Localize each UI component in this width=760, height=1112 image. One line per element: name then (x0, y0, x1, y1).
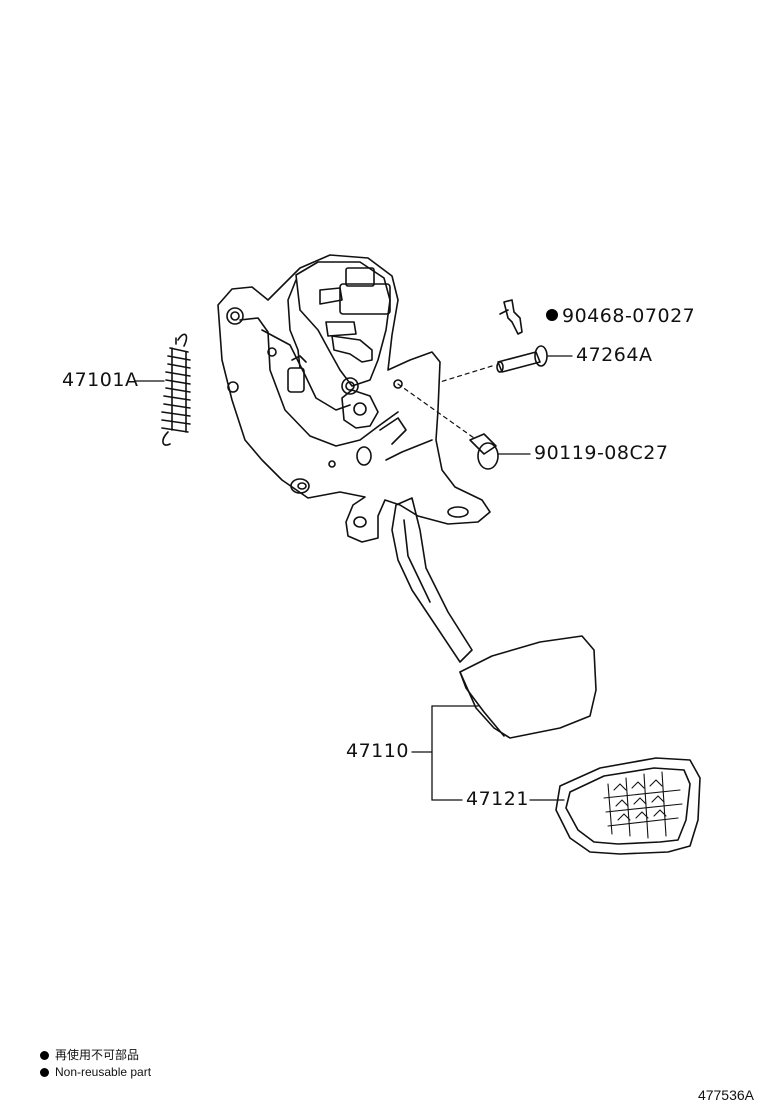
clevis-pin (496, 345, 548, 373)
legend-text-en: Non-reusable part (55, 1065, 152, 1079)
part-label-pedal-assy: 47110 (346, 740, 409, 762)
part-label-bolt: 90119-08C27 (534, 442, 669, 464)
pedal-pad-assembly (459, 635, 597, 739)
part-label-clip-text: 90468-07027 (562, 305, 696, 327)
non-reusable-dot-icon (40, 1068, 49, 1077)
bolt (469, 433, 499, 470)
stop-lamp-switch (287, 261, 391, 395)
legend-text-jp: 再使用不可部品 (55, 1048, 140, 1062)
pedal-bracket (217, 254, 491, 543)
part-label-spring: 47101A (62, 369, 139, 391)
clip (499, 299, 523, 335)
pedal-pad-cover (555, 757, 701, 855)
leader-lines (135, 355, 573, 801)
pedal-arm (391, 497, 473, 663)
part-label-pin: 47264A (576, 344, 653, 366)
legend-row-en: Non-reusable part (40, 1064, 151, 1081)
part-label-clip: 90468-07027 (546, 307, 695, 326)
non-reusable-mark (546, 308, 558, 321)
return-spring (161, 333, 191, 446)
part-label-pedal-pad: 47121 (466, 788, 529, 810)
legend-row-jp: 再使用不可部品 (40, 1047, 151, 1064)
alignment-lines (397, 365, 493, 439)
illustration-id: 477536A (697, 1087, 754, 1103)
non-reusable-dot-icon (40, 1051, 49, 1060)
legend: 再使用不可部品 Non-reusable part (40, 1047, 151, 1081)
